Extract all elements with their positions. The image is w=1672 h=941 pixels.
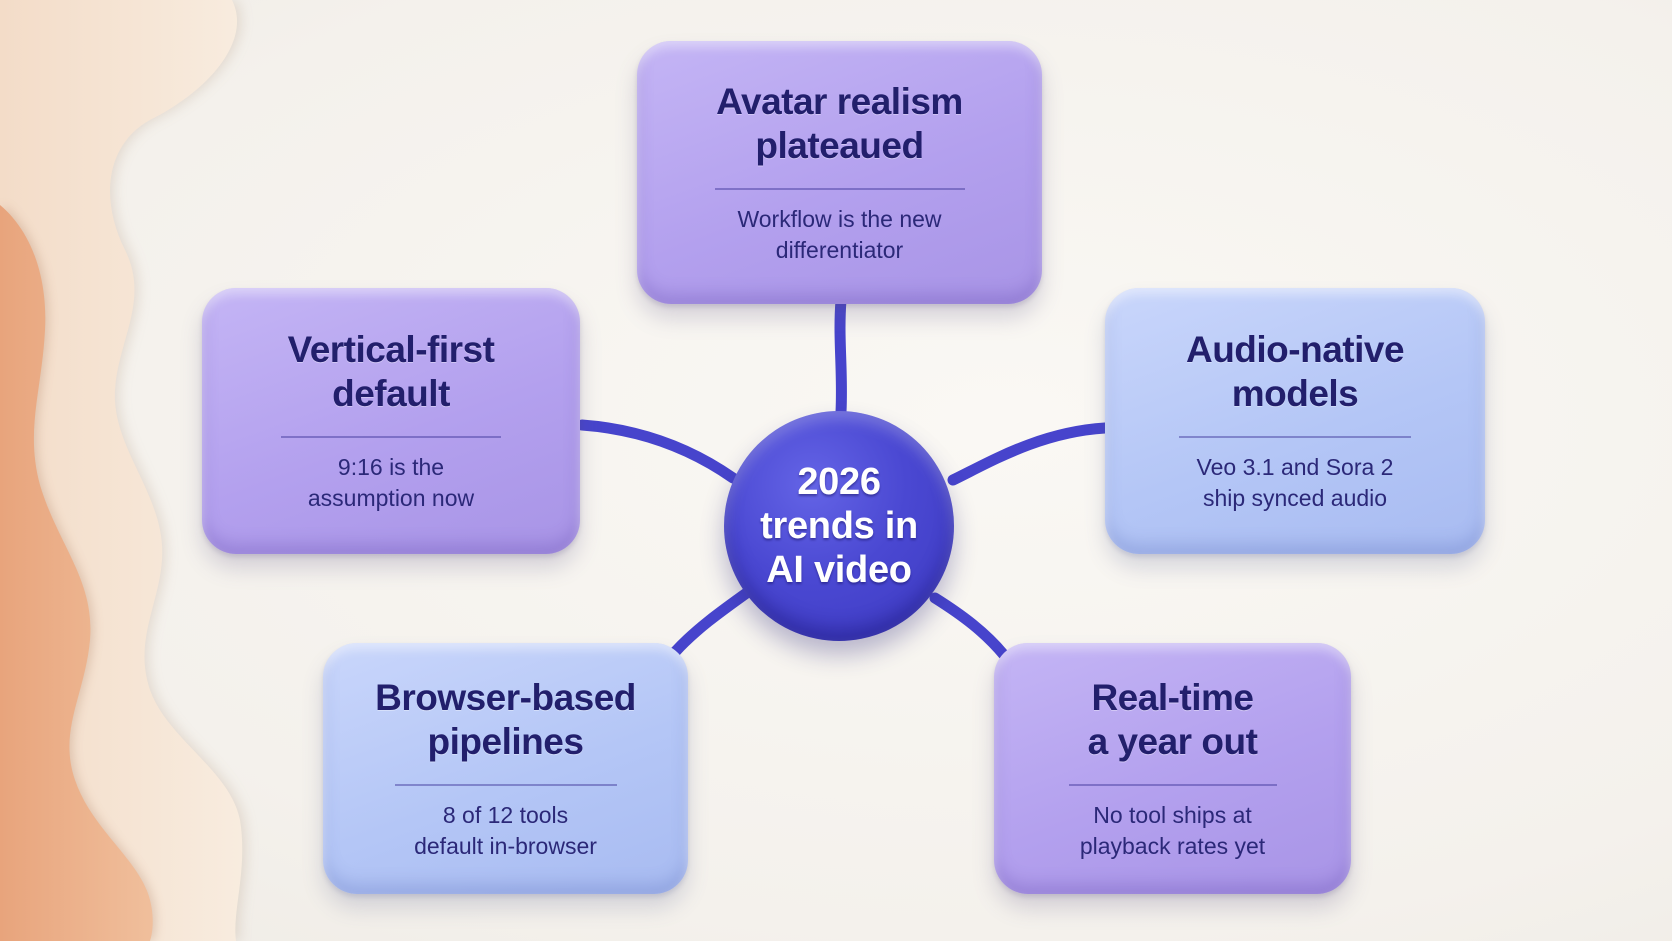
card-title: Avatar realism plateaued	[716, 80, 963, 168]
card-divider	[394, 783, 617, 786]
card-subtitle: 9:16 is the assumption now	[308, 452, 474, 514]
card-title-line: plateaued	[755, 124, 924, 166]
card-title-line: Audio-native	[1185, 329, 1405, 370]
card-subtitle-line: playback rates yet	[1079, 832, 1266, 859]
card-divider	[281, 436, 501, 438]
card-subtitle: 8 of 12 tools default in-browser	[414, 800, 597, 862]
card-title-line: Real-time	[1091, 676, 1254, 718]
hub-title-line: 2026	[797, 461, 881, 503]
card-subtitle: Veo 3.1 and Sora 2 ship synced audio	[1197, 452, 1394, 514]
card-divider	[714, 187, 965, 190]
card-title: Browser-based pipelines	[375, 676, 636, 764]
card-subtitle-line: ship synced audio	[1202, 485, 1388, 511]
hub-title-line: AI video	[766, 549, 912, 591]
card-title: Vertical-first default	[288, 328, 495, 416]
card-subtitle-line: Workflow is the new	[737, 205, 942, 232]
card-audio-native: Audio-native models Veo 3.1 and Sora 2 s…	[1105, 288, 1485, 554]
card-real-time: Real-time a year out No tool ships at pl…	[994, 643, 1351, 894]
connector-bottom-left	[669, 586, 754, 658]
card-subtitle-line: No tool ships at	[1093, 801, 1252, 828]
card-subtitle-line: default in-browser	[414, 832, 597, 859]
card-title-line: Avatar realism	[716, 80, 963, 122]
card-browser-based: Browser-based pipelines 8 of 12 tools de…	[323, 643, 688, 894]
card-title-line: pipelines	[427, 720, 584, 762]
hub-title-line: trends in	[760, 505, 918, 547]
card-subtitle: No tool ships at playback rates yet	[1080, 800, 1265, 862]
card-title-line: a year out	[1087, 720, 1258, 762]
card-title-line: models	[1231, 373, 1359, 414]
connector-top	[834, 294, 847, 418]
connector-left	[576, 419, 739, 484]
card-subtitle-line: differentiator	[775, 236, 904, 263]
card-title: Real-time a year out	[1088, 676, 1258, 764]
card-avatar-realism: Avatar realism plateaued Workflow is the…	[637, 41, 1042, 304]
connector-bottom-right	[929, 592, 1010, 661]
hub-title: 2026 trends in AI video	[760, 460, 918, 592]
hub-circle: 2026 trends in AI video	[724, 411, 954, 641]
card-vertical-first: Vertical-first default 9:16 is the assum…	[202, 288, 580, 554]
card-title-line: Browser-based	[375, 676, 636, 718]
connector-right	[947, 422, 1111, 486]
card-subtitle-line: assumption now	[307, 485, 475, 511]
card-subtitle-line: Veo 3.1 and Sora 2	[1196, 454, 1394, 480]
card-title-line: default	[332, 373, 450, 414]
card-subtitle-line: 8 of 12 tools	[442, 801, 569, 828]
wave-inner-layer	[0, 205, 153, 941]
card-title: Audio-native models	[1185, 328, 1405, 416]
card-subtitle: Workflow is the new differentiator	[737, 204, 941, 266]
card-subtitle-line: 9:16 is the	[337, 454, 445, 480]
card-title-line: Vertical-first	[287, 329, 495, 370]
card-divider	[1179, 436, 1411, 438]
card-divider	[1068, 783, 1277, 786]
